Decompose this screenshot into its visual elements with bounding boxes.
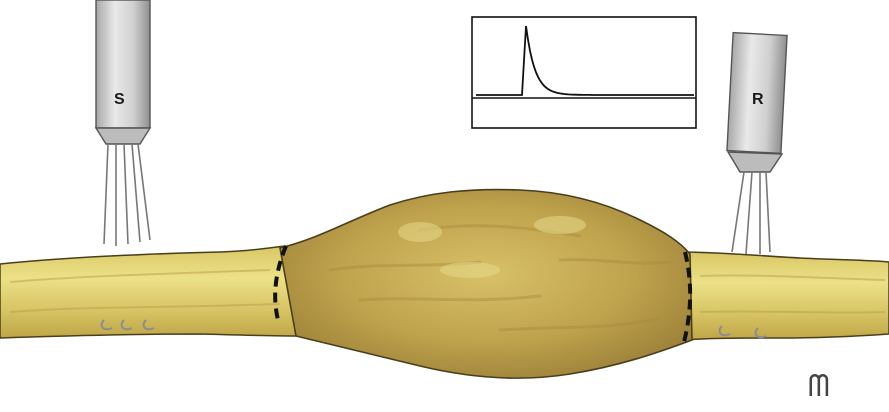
- stimulating-electrode-tip: [96, 128, 150, 144]
- nerve-left-segment: [0, 246, 300, 338]
- stimulating-electrode-label: S: [114, 91, 125, 108]
- stimulating-electrode-wires: [104, 144, 150, 246]
- trace-frame: [472, 17, 696, 128]
- artist-signature: ᗰ: [808, 369, 830, 404]
- recording-electrode-label: R: [752, 91, 764, 108]
- nerve-right-segment: [680, 252, 889, 340]
- stimulating-electrode: S: [96, 0, 150, 246]
- trace-display: [472, 17, 696, 128]
- recording-electrode-wires: [732, 172, 770, 254]
- recording-electrode: R: [727, 33, 787, 254]
- neuroma: [280, 190, 692, 379]
- recording-electrode-tip: [728, 152, 782, 172]
- stimulating-electrode-body: [96, 0, 150, 128]
